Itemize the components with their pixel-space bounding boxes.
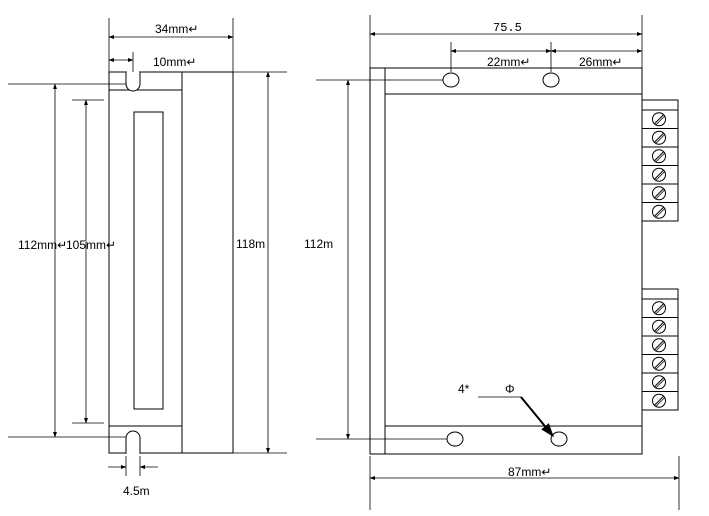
total-length-label: 87mm↵: [508, 465, 551, 479]
mount-height-label: 112mm↵: [18, 238, 67, 252]
bottom-mount-slot: [125, 430, 141, 453]
side-view: 34mm↵ 10mm↵ 112mm↵ 105mm↵ 118m 4.5m: [8, 18, 287, 498]
window-height-label: 105mm↵: [66, 238, 116, 252]
screw-slot: [655, 134, 665, 144]
terminal-tab: [641, 288, 679, 300]
screw-slot: [654, 151, 664, 162]
terminal-tab: [641, 99, 679, 111]
screw-slot: [654, 303, 664, 314]
screw-slot: [655, 152, 665, 163]
screw-slot: [655, 378, 665, 389]
screw-slot: [655, 208, 665, 218]
screw-slot: [654, 169, 664, 180]
screw-slot: [654, 321, 664, 332]
screw-slot: [655, 304, 665, 315]
screw-slot: [654, 395, 664, 406]
front-height-label: 112m: [304, 237, 333, 251]
width-label: 34mm↵: [155, 22, 198, 36]
side-window: [133, 111, 164, 410]
upper-terminal-block: [641, 99, 679, 222]
lower-terminal-block: [641, 288, 679, 411]
front-view: 75.5 22mm↵ 26mm↵ 112m 4* Φ 87mm↵: [304, 15, 680, 510]
screw-slot: [655, 360, 665, 370]
screw-slot: [654, 206, 664, 217]
hole-spacing-label: 22mm↵: [487, 55, 530, 69]
mount-hole: [542, 72, 560, 88]
mount-hole: [442, 72, 460, 88]
top-mount-slot: [125, 72, 141, 92]
screw-slot: [655, 323, 665, 333]
screw-slot: [655, 189, 665, 200]
screw-slot: [655, 397, 665, 407]
screw-slot: [654, 377, 664, 388]
screw-slot: [654, 358, 664, 369]
slot-width-label: 4.5m: [123, 484, 150, 498]
screw-slot: [655, 115, 665, 126]
front-inner-panel: [384, 93, 643, 427]
screw-slot: [655, 341, 665, 352]
screw-slot: [655, 171, 665, 181]
mount-hole: [550, 431, 568, 447]
slot-offset-label: 10mm↵: [153, 55, 196, 69]
screw-slot: [654, 188, 664, 199]
mount-hole: [446, 431, 464, 447]
hole-count-label: 4*: [458, 382, 470, 396]
hole-edge-label: 26mm↵: [579, 55, 622, 69]
side-body-outline: [108, 71, 234, 454]
length-label: 75.5: [493, 21, 522, 35]
total-height-label: 118m: [236, 237, 265, 251]
screw-slot: [654, 114, 664, 125]
screw-slot: [654, 132, 664, 143]
screw-slot: [654, 340, 664, 351]
hole-symbol-label: Φ: [505, 382, 515, 396]
leader-arrow: [520, 396, 554, 438]
